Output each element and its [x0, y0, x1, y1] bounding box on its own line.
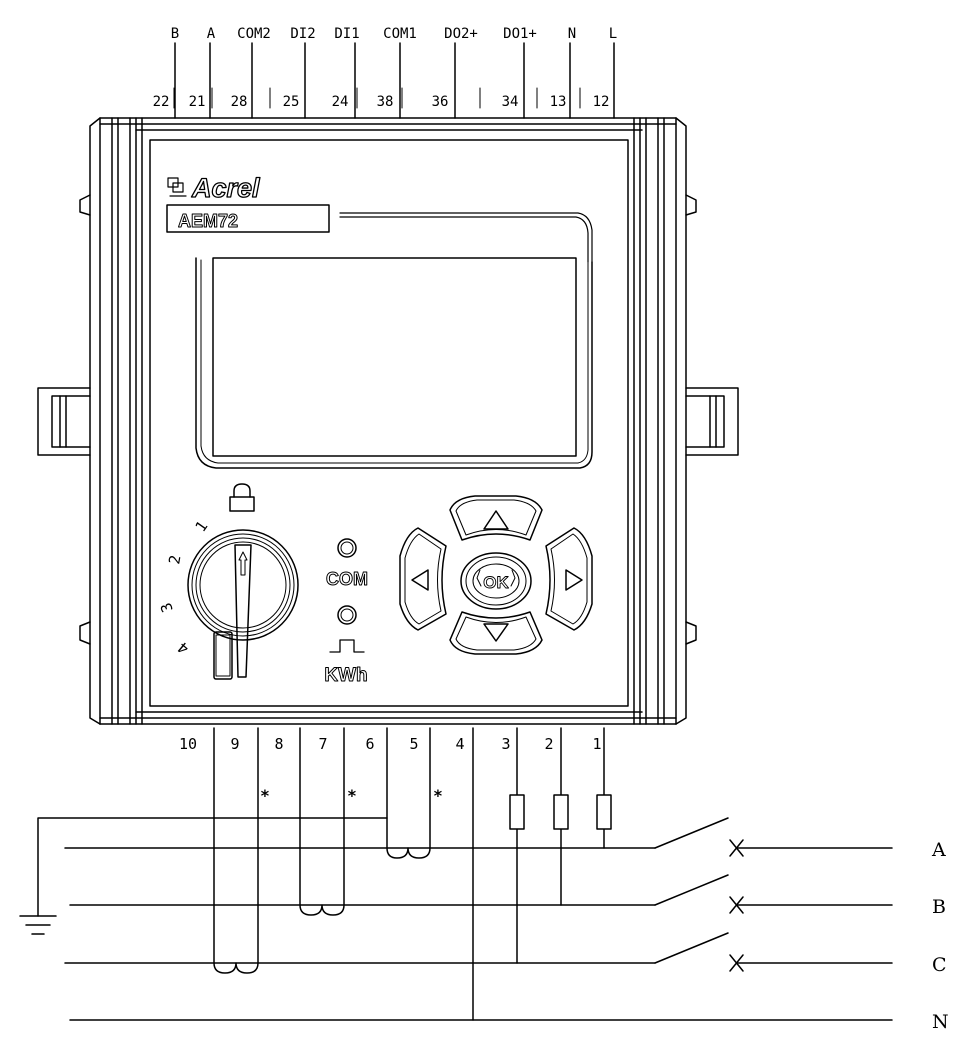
top-terminal-number: 28	[231, 94, 248, 110]
bottom-terminal-number: 3	[501, 735, 510, 753]
bottom-terminal-number: 7	[318, 735, 327, 753]
top-terminal-number: 36	[432, 94, 449, 110]
bottom-terminal-block: 10 9 8 7 6 5 4 3 2 1	[179, 735, 602, 753]
down-button[interactable]	[449, 611, 543, 655]
top-terminal-number: 13	[550, 94, 567, 110]
top-signal-label: DO1+	[503, 26, 537, 42]
position-label: 3	[157, 600, 177, 615]
up-arrow-icon	[483, 510, 509, 530]
circuit-breaker	[654, 817, 893, 972]
model-box	[166, 204, 330, 233]
brand-name: Acrel	[191, 173, 260, 203]
phase-label-a: A	[931, 839, 946, 861]
left-button[interactable]	[399, 527, 447, 631]
ok-button[interactable]: OK	[460, 552, 532, 610]
brand-area: Acrel AEM72	[166, 172, 593, 263]
polarity-mark: *	[433, 786, 443, 805]
top-terminal-number: 12	[593, 94, 610, 110]
lock-icon	[229, 483, 255, 512]
wiring: A B C N * * *	[19, 727, 949, 1033]
fuse	[596, 794, 612, 830]
kwh-indicator: KWh	[324, 605, 368, 687]
phase-label-b: B	[932, 896, 946, 918]
pulse-icon	[329, 639, 365, 653]
bottom-terminal-number: 6	[365, 735, 374, 753]
polarity-mark: *	[347, 786, 357, 805]
lcd-display	[195, 257, 593, 469]
right-button[interactable]	[545, 527, 593, 631]
top-signal-label: DI2	[290, 26, 315, 42]
top-terminal-number: 21	[189, 94, 206, 110]
position-label: 4	[174, 638, 192, 658]
position-label: 1	[192, 518, 212, 536]
top-signal-label: A	[207, 26, 216, 42]
com-label: COM	[326, 569, 368, 589]
top-terminal-block: B A COM2 DI2 DI1 COM1 DO2+ DO1+ N L 22 2…	[153, 26, 617, 119]
top-terminal-number: 24	[332, 94, 349, 110]
keypad: OK	[399, 495, 593, 655]
phase-label-c: C	[932, 954, 947, 976]
top-signal-label: B	[171, 26, 179, 42]
fuse	[509, 794, 525, 830]
polarity-mark: *	[260, 786, 270, 805]
top-terminal-number: 25	[283, 94, 300, 110]
front-panel	[149, 139, 629, 707]
top-signal-label: DI1	[334, 26, 359, 42]
top-signal-label: COM2	[237, 26, 271, 42]
bottom-terminal-number: 5	[409, 735, 418, 753]
top-terminal-number: 22	[153, 94, 170, 110]
kwh-label: KWh	[324, 665, 367, 686]
selector-switch[interactable]: 1 2 3 4	[157, 483, 299, 680]
top-signal-label: L	[609, 26, 617, 42]
bottom-terminal-number: 2	[544, 735, 553, 753]
top-terminal-number: 38	[377, 94, 394, 110]
right-arrow-icon	[565, 569, 583, 591]
bottom-terminal-number: 1	[592, 735, 601, 753]
left-arrow-icon	[411, 569, 429, 591]
ok-label: OK	[483, 573, 509, 592]
top-signal-label: N	[568, 26, 576, 42]
bottom-terminal-number: 8	[274, 735, 283, 753]
top-terminal-number: 34	[502, 94, 519, 110]
top-lead-wires	[173, 42, 615, 119]
acrel-logo-icon	[167, 177, 187, 197]
phase-label-n: N	[932, 1011, 949, 1033]
model-name: AEM72	[178, 211, 238, 231]
ground-icon	[19, 915, 57, 935]
fuse	[553, 794, 569, 830]
meter-housing	[37, 117, 739, 725]
top-signal-label: DO2+	[444, 26, 478, 42]
up-button[interactable]	[449, 495, 543, 541]
bottom-terminal-number: 9	[230, 735, 239, 753]
position-label: 2	[165, 554, 184, 566]
top-signal-label: COM1	[383, 26, 417, 42]
com-indicator: COM	[326, 538, 369, 590]
bottom-terminal-number: 10	[179, 735, 197, 753]
down-arrow-icon	[483, 623, 509, 642]
bottom-terminal-number: 4	[455, 735, 464, 753]
